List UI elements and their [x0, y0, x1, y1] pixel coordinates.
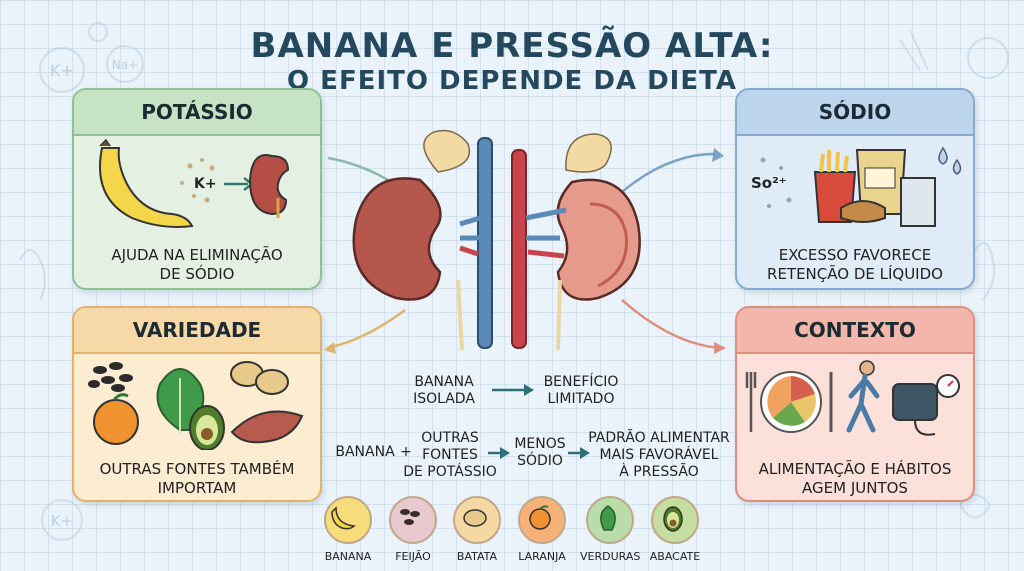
legend-item: BANANA: [318, 496, 378, 563]
card-sodio: SÓDIO So²⁺ EXCESSO FAVORECE RETENÇÃO DE …: [735, 88, 975, 290]
kidney-left-icon: [352, 177, 442, 301]
avocado-icon: [663, 506, 683, 532]
vessel-outline-icon: [974, 241, 996, 301]
legend-item: BATATA: [447, 496, 507, 563]
flow2-arrow-1: [488, 447, 510, 459]
legend-circle: [518, 496, 566, 544]
arrow-to-variedade: [326, 308, 406, 350]
variedade-illustration: [88, 361, 304, 450]
flow2-arrow-2: [568, 447, 590, 459]
legend-label: BANANA: [324, 550, 372, 563]
legend-circle: [651, 496, 699, 544]
flow1-right: BENEFÍCIO LIMITADO: [543, 374, 619, 407]
sodium-symbol: So²⁺: [751, 174, 787, 192]
flow2-d: PADRÃO ALIMENTAR MAIS FAVORÁVEL À PRESSÃ…: [588, 430, 730, 480]
svg-text:K+: K+: [50, 61, 74, 80]
bean-icon: [88, 362, 133, 392]
contexto-caption-line-1: ALIMENTAÇÃO E HÁBITOS: [758, 460, 952, 478]
legend-item: FEIJÃO: [383, 496, 443, 563]
card-potassio: POTÁSSIO K+ AJUDA NA ELIMINAÇÃO DE SÓDIO: [72, 88, 322, 290]
legend-item: LARANJA: [512, 496, 572, 563]
blood-pressure-cuff-icon: [892, 383, 938, 421]
legend-item: VERDURAS: [580, 496, 640, 563]
flow2-a: BANANA: [335, 444, 395, 460]
card-potassio-title: POTÁSSIO: [74, 90, 320, 136]
svg-text:K+: K+: [51, 512, 73, 530]
adrenal-gland-left: [423, 129, 471, 173]
vein-icon: [477, 137, 493, 349]
legend-circle: [389, 496, 437, 544]
flow1-left: BANANA ISOLADA: [413, 374, 475, 407]
walking-person-icon: [859, 360, 875, 376]
water-drop-icon: [938, 146, 962, 175]
package-icon: [900, 177, 936, 227]
contexto-illustration: [745, 360, 960, 436]
legend-label: FEIJÃO: [395, 550, 431, 563]
kidneys-illustration: [324, 129, 726, 354]
legend-label: ABACATE: [649, 550, 701, 563]
contexto-caption-line-2: AGEM JUNTOS: [802, 479, 908, 497]
potassium-symbol: K+: [194, 176, 217, 192]
fork-icon: [745, 372, 757, 432]
flow2-c: MENOS SÓDIO: [514, 436, 566, 469]
potassium-badge-icon: [39, 47, 85, 93]
banana-icon: [99, 147, 194, 228]
orange-icon: [529, 505, 551, 530]
legend-circle: [586, 496, 634, 544]
legend-item: ABACATE: [645, 496, 705, 563]
legend-label: BATATA: [456, 550, 498, 563]
card-variedade-title: VARIEDADE: [74, 308, 320, 354]
potassio-caption-line-1: AJUDA NA ELIMINAÇÃO: [111, 246, 283, 264]
flow1-arrow: [492, 384, 534, 396]
bean-icon: [400, 509, 420, 525]
arrow-to-sodio: [621, 152, 721, 193]
card-contexto-title: CONTEXTO: [737, 308, 973, 354]
sodium-badge-icon: [106, 45, 144, 83]
banana-icon: [331, 506, 356, 530]
gauge-icon: [967, 37, 1009, 79]
potassium-badge-small-icon: [41, 499, 83, 541]
title-line-2: O EFEITO DEPENDE DA DIETA: [287, 66, 737, 96]
arrow-to-contexto: [621, 299, 721, 350]
kidney-outline-icon: [19, 249, 46, 301]
svg-text:Na+: Na+: [112, 58, 138, 72]
legend-label: LARANJA: [518, 550, 566, 563]
legend-circle: [453, 496, 501, 544]
orange-icon: [93, 399, 139, 445]
leafy-greens-icon: [600, 505, 616, 531]
variedade-caption-line-1: OUTRAS FONTES TAMBÉM: [99, 460, 295, 478]
title-line-1: BANANA E PRESSÃO ALTA:: [250, 26, 774, 66]
adrenal-gland-right: [565, 133, 612, 173]
artery-icon: [511, 149, 527, 349]
flow2-b: OUTRAS FONTES DE POTÁSSIO: [403, 430, 497, 480]
card-sodio-title: SÓDIO: [737, 90, 973, 136]
sodio-illustration: So²⁺: [751, 146, 962, 227]
potassio-caption-line-2: DE SÓDIO: [159, 265, 235, 283]
variedade-caption-line-2: IMPORTAM: [157, 479, 237, 497]
sodio-caption-line-2: RETENÇÃO DE LÍQUIDO: [767, 265, 943, 283]
legend-circle: [324, 496, 372, 544]
sweet-potato-icon: [230, 410, 304, 444]
card-variedade: VARIEDADE OUTRAS FONTES TAMBÉM IMPORTAM: [72, 306, 322, 502]
kidney-icon: [248, 154, 290, 216]
vessel-icon: [899, 29, 929, 71]
sodio-caption-line-1: EXCESSO FAVORECE: [778, 246, 932, 264]
potassio-illustration: K+: [99, 138, 290, 228]
legend-label: VERDURAS: [580, 550, 641, 563]
card-contexto: CONTEXTO ALIMENTAÇÃO E HÁBITOS AGEM JUNT…: [735, 306, 975, 502]
flow2-plus: +: [400, 444, 412, 460]
potato-icon: [463, 509, 487, 527]
sandwich-icon: [840, 200, 886, 223]
